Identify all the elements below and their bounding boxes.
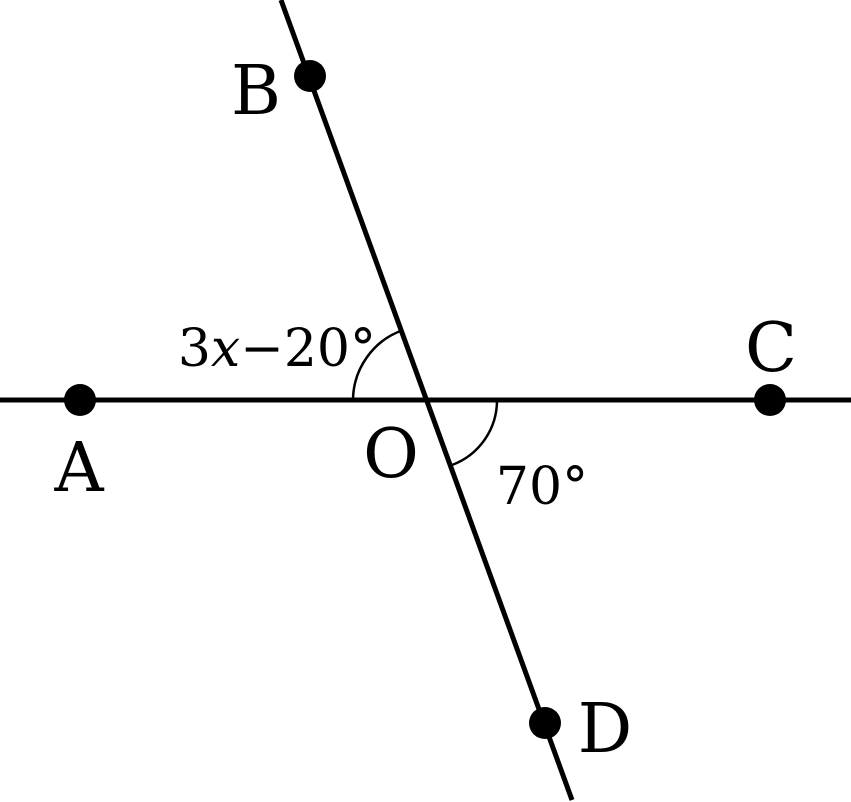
angle-coefficient: 3 [178,319,211,379]
angle-rest: −20° [240,319,376,379]
line-bd [278,0,575,801]
angle-label-cod: 70° [496,457,588,517]
angle-arc-aob [351,328,404,401]
angle-variable: x [211,319,240,379]
angle-arc-cod [451,399,499,467]
label-c: C [745,309,797,388]
label-a: A [53,429,104,508]
point-c [754,384,786,416]
point-b [294,60,326,92]
label-b: B [231,52,281,131]
point-a [64,384,96,416]
label-d: D [578,690,633,769]
angle-label-aob: 3x−20° [178,319,376,379]
point-d [529,707,561,739]
label-o: O [363,415,419,494]
